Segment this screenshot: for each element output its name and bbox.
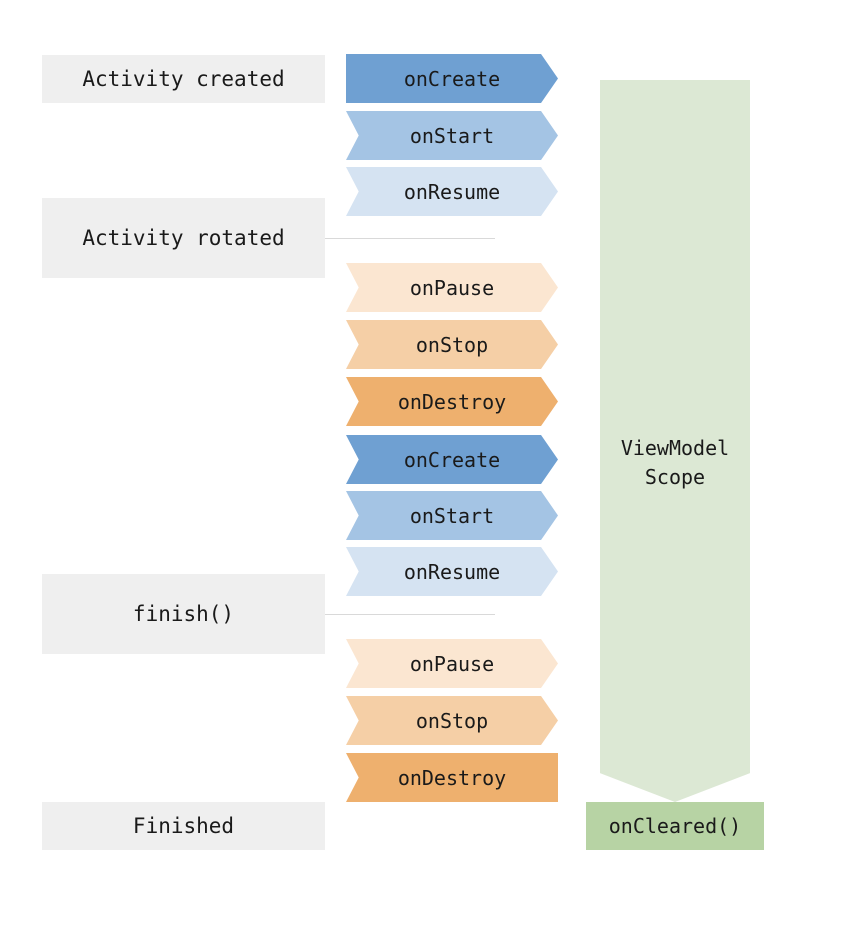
viewmodel-scope-bar — [600, 80, 750, 802]
step-label: onPause — [409, 275, 495, 300]
viewmodel-scope-label: ViewModel Scope — [600, 434, 750, 492]
step-onresume-1: onResume — [346, 167, 558, 216]
step-label: onCreate — [403, 447, 501, 472]
step-label: onStop — [415, 332, 489, 357]
step-oncreate-2: onCreate — [346, 435, 558, 484]
event-finished-label: Finished — [132, 814, 235, 838]
oncleared-label: onCleared() — [608, 814, 742, 838]
scope-line-2: Scope — [644, 465, 706, 489]
step-label: onDestroy — [397, 765, 507, 790]
step-onstop-1: onStop — [346, 320, 558, 369]
event-activity-created: Activity created — [42, 55, 325, 103]
scope-line-1: ViewModel — [620, 436, 730, 460]
event-finish-label: finish() — [132, 602, 235, 626]
rotated-divider — [325, 238, 495, 239]
step-onstop-2: onStop — [346, 696, 558, 745]
oncleared-box: onCleared() — [586, 802, 764, 850]
step-label: onResume — [403, 559, 501, 584]
event-activity-created-label: Activity created — [82, 67, 285, 91]
step-onresume-2: onResume — [346, 547, 558, 596]
step-label: onPause — [409, 651, 495, 676]
event-activity-rotated: Activity rotated — [42, 198, 325, 278]
step-label: onCreate — [403, 66, 501, 91]
step-label: onStop — [415, 708, 489, 733]
step-label: onStart — [409, 503, 495, 528]
step-onstart-1: onStart — [346, 111, 558, 160]
step-onpause-2: onPause — [346, 639, 558, 688]
step-oncreate-1: onCreate — [346, 54, 558, 103]
step-label: onResume — [403, 179, 501, 204]
finish-divider — [325, 614, 495, 615]
step-ondestroy-2: onDestroy — [346, 753, 558, 802]
event-activity-rotated-label: Activity rotated — [82, 226, 285, 250]
step-onstart-2: onStart — [346, 491, 558, 540]
event-finished: Finished — [42, 802, 325, 850]
step-onpause-1: onPause — [346, 263, 558, 312]
step-label: onStart — [409, 123, 495, 148]
event-finish: finish() — [42, 574, 325, 654]
step-label: onDestroy — [397, 389, 507, 414]
step-ondestroy-1: onDestroy — [346, 377, 558, 426]
